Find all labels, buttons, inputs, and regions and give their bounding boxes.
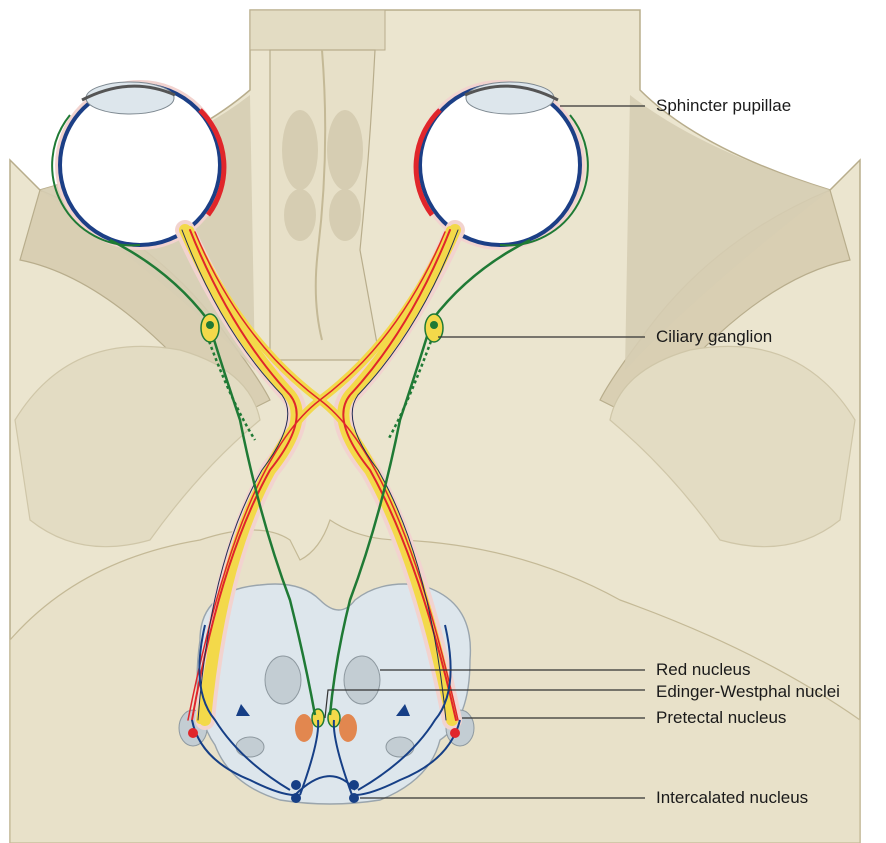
red-nucleus-right bbox=[344, 656, 380, 704]
nasal-bone bbox=[250, 10, 385, 50]
pretectal-dot-left bbox=[188, 728, 198, 738]
intercalated-dot-2 bbox=[291, 793, 301, 803]
ethmoid-right bbox=[327, 110, 363, 190]
ciliary-ganglion-right-cell bbox=[430, 321, 438, 329]
ethmoid-left bbox=[282, 110, 318, 190]
ew-nucleus-right bbox=[339, 714, 357, 742]
label-red-nucleus: Red nucleus bbox=[656, 660, 751, 680]
ew-nucleus-left bbox=[295, 714, 313, 742]
label-pretectal-nucleus: Pretectal nucleus bbox=[656, 708, 786, 728]
intercalated-dot-4 bbox=[349, 793, 359, 803]
label-edinger-westphal: Edinger-Westphal nuclei bbox=[656, 682, 840, 702]
label-sphincter-pupillae: Sphincter pupillae bbox=[656, 96, 791, 116]
nucleus-grey-r1 bbox=[386, 737, 414, 757]
intercalated-dot-3 bbox=[349, 780, 359, 790]
label-intercalated-nucleus: Intercalated nucleus bbox=[656, 788, 808, 808]
left-eye bbox=[52, 80, 225, 250]
ciliary-ganglion-left-cell bbox=[206, 321, 214, 329]
label-ciliary-ganglion: Ciliary ganglion bbox=[656, 327, 772, 347]
red-nucleus-left bbox=[265, 656, 301, 704]
ethmoid-right-2 bbox=[329, 189, 361, 241]
intercalated-dot-1 bbox=[291, 780, 301, 790]
ethmoid-left-2 bbox=[284, 189, 316, 241]
pretectal-dot-right bbox=[450, 728, 460, 738]
nucleus-grey-l1 bbox=[236, 737, 264, 757]
